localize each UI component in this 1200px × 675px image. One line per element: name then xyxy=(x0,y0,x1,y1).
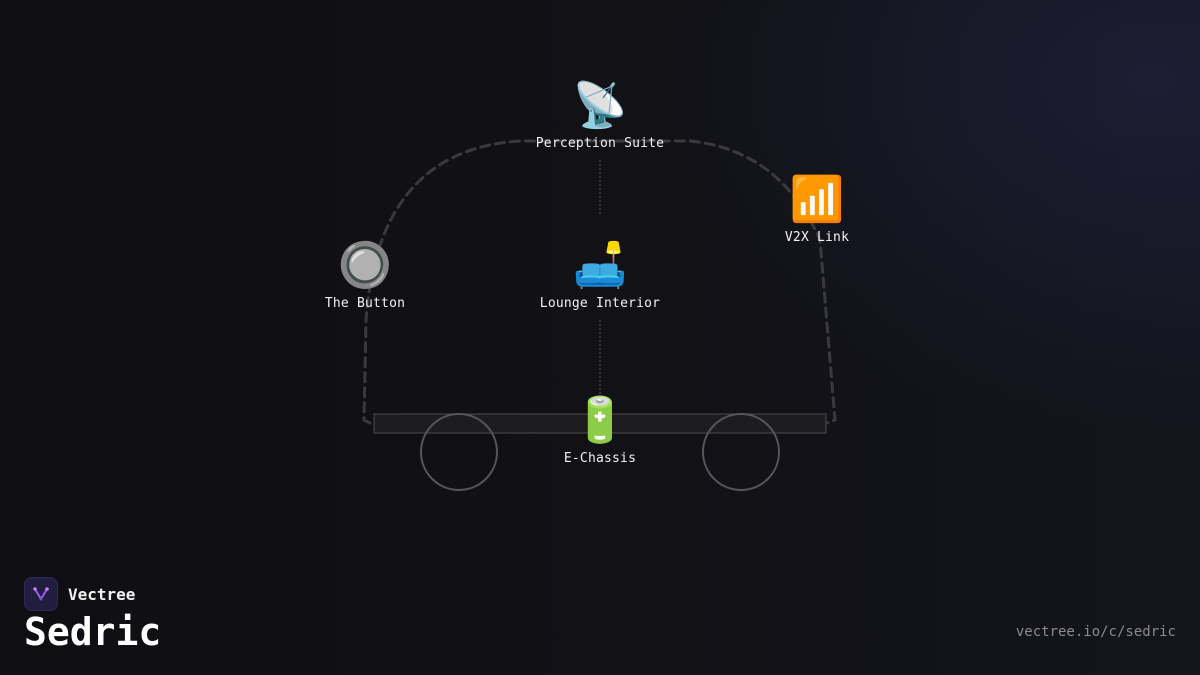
vectree-logo-icon xyxy=(24,577,58,611)
vehicle-body-outline xyxy=(362,139,837,425)
couch-and-lamp-icon: 🛋️ xyxy=(572,240,628,291)
node-label: V2X Link xyxy=(784,230,850,245)
rear-wheel xyxy=(702,413,780,491)
radio-button-icon: 🔘 xyxy=(337,240,393,291)
page-url[interactable]: vectree.io/c/sedric xyxy=(1015,624,1176,640)
node-label: Lounge Interior xyxy=(539,296,661,311)
node-the-button: 🔘 The Button xyxy=(324,240,406,312)
node-e-chassis: 🔋 E-Chassis xyxy=(563,395,637,467)
battery-icon: 🔋 xyxy=(572,395,628,446)
brand-name: Vectree xyxy=(68,584,136,604)
page-title: Sedric xyxy=(24,610,162,654)
node-v2x-link: 📶 V2X Link xyxy=(784,174,850,246)
signal-bars-icon: 📶 xyxy=(789,174,845,225)
brand: Vectree xyxy=(24,577,135,611)
chassis-bar xyxy=(373,413,827,434)
node-label: Perception Suite xyxy=(535,136,665,151)
front-wheel xyxy=(420,413,498,491)
satellite-antenna-icon: 📡 xyxy=(572,80,628,131)
node-label: The Button xyxy=(324,296,406,311)
node-lounge-interior: 🛋️ Lounge Interior xyxy=(539,240,661,312)
node-label: E-Chassis xyxy=(563,451,637,466)
node-perception-suite: 📡 Perception Suite xyxy=(535,80,665,152)
